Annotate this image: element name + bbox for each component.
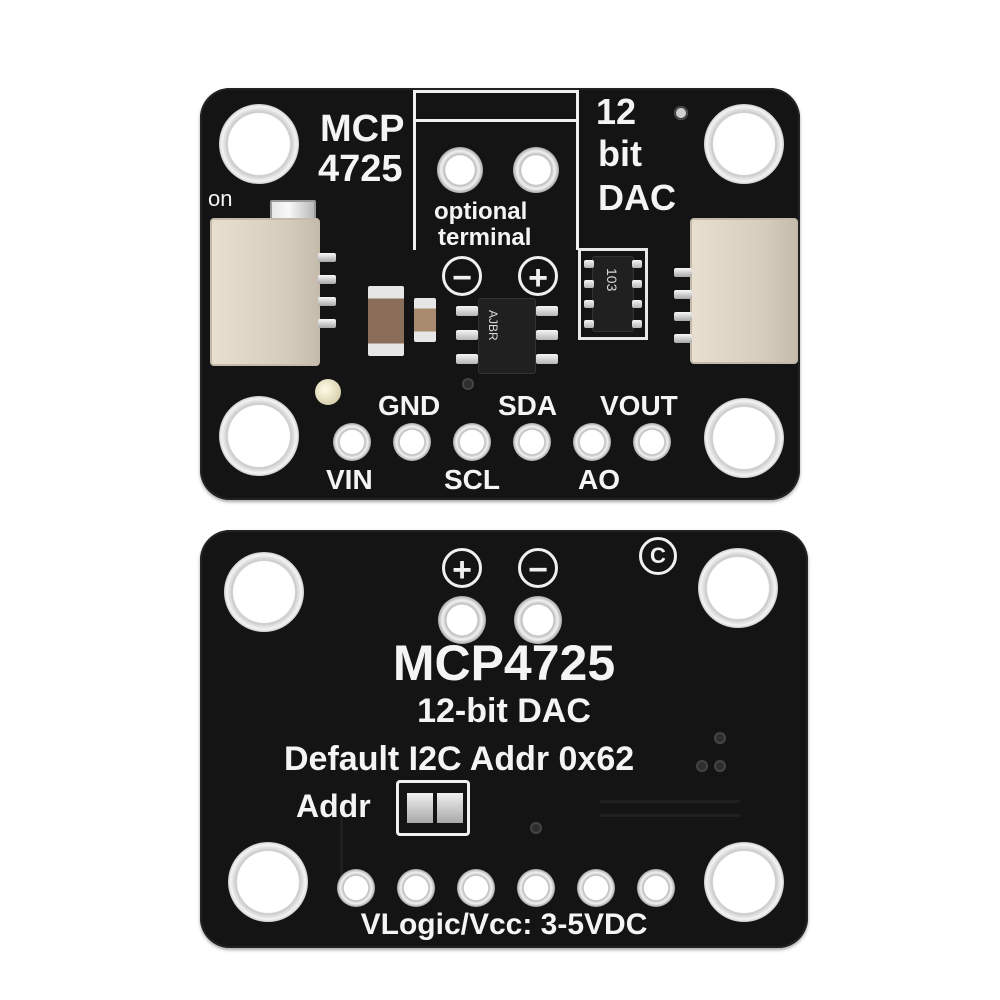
ic-lead — [536, 354, 558, 364]
resistor-pad — [632, 280, 642, 288]
connector-pin — [318, 275, 336, 284]
mounting-hole-top-right — [698, 548, 778, 628]
ic-lead — [456, 306, 478, 316]
connector-pin — [674, 290, 692, 299]
ic-lead — [456, 330, 478, 340]
plus-symbol: + — [442, 548, 482, 589]
connector-pin — [318, 253, 336, 262]
pin-label-scl: SCL — [444, 464, 500, 495]
mounting-hole-bottom-left — [228, 842, 308, 922]
connector-pin — [674, 334, 692, 343]
pin-label-ao: AO — [578, 464, 620, 495]
header-pin-5 — [577, 869, 615, 907]
i2c-address-text: Default I2C Addr 0x62 — [284, 740, 635, 778]
header-pin-3 — [457, 869, 495, 907]
resistor-network-outline — [578, 248, 648, 340]
mounting-hole-bottom-right — [704, 398, 784, 478]
trace — [600, 814, 740, 817]
capacitor-small — [414, 298, 436, 342]
mounting-hole-top-left — [219, 104, 299, 184]
via — [714, 732, 726, 744]
dac-label-line-3: DAC — [598, 177, 676, 218]
address-jumper — [396, 780, 470, 836]
header-pin-sda — [513, 423, 551, 461]
ic-lead — [456, 354, 478, 364]
resistor-pad — [584, 260, 594, 268]
plus-symbol: + — [518, 256, 558, 297]
stemma-connector-left — [210, 218, 320, 366]
voltage-text: VLogic/Vcc: 3-5VDC — [360, 908, 648, 941]
ic-marking: AJBR — [486, 310, 500, 341]
terminal-hole-minus — [514, 596, 562, 644]
connector-pin — [318, 319, 336, 328]
via — [696, 760, 708, 772]
header-pin-gnd — [393, 423, 431, 461]
mounting-hole-top-left — [224, 552, 304, 632]
resistor-pad — [584, 280, 594, 288]
resistor-pad — [584, 300, 594, 308]
minus-symbol: − — [518, 548, 558, 589]
terminal-outline — [413, 90, 579, 250]
trace — [600, 800, 740, 803]
copyright-icon: C — [639, 537, 677, 575]
led-label: on — [208, 186, 233, 211]
mounting-hole-top-right — [704, 104, 784, 184]
jumper-pad-left — [407, 793, 433, 823]
header-pin-ao — [573, 423, 611, 461]
resistor-pad — [632, 300, 642, 308]
resistor-network — [592, 256, 634, 332]
via — [530, 822, 542, 834]
terminal-hole-left — [437, 147, 483, 193]
dac-label-line-1: 12 — [596, 91, 637, 132]
header-pin-vout — [633, 423, 671, 461]
connector-pin — [674, 268, 692, 277]
terminal-hole-plus — [438, 596, 486, 644]
stemma-connector-right — [690, 218, 798, 364]
via — [714, 760, 726, 772]
top-pcb-board: MCP 4725 12 bit DAC optional terminal − … — [200, 88, 800, 500]
connector-pin — [674, 312, 692, 321]
pin-label-vin: VIN — [326, 464, 373, 495]
test-pad — [315, 379, 341, 405]
resistor-pad — [632, 260, 642, 268]
fiducial-dot — [674, 106, 688, 120]
terminal-outline-bar — [413, 90, 579, 122]
pin-label-vout: VOUT — [600, 390, 678, 421]
resistor-label: 103 — [604, 268, 620, 292]
mounting-hole-bottom-left — [219, 396, 299, 476]
mounting-hole-bottom-right — [704, 842, 784, 922]
trace — [340, 810, 343, 880]
header-pin-2 — [397, 869, 435, 907]
chip-name-line-2: 4725 — [318, 148, 403, 190]
header-pin-1 — [337, 869, 375, 907]
board-title: MCP4725 — [392, 635, 616, 691]
terminal-hole-right — [513, 147, 559, 193]
connector-pin — [318, 297, 336, 306]
resistor-pad — [584, 320, 594, 328]
terminal-label-line-1: optional — [434, 198, 528, 225]
addr-label: Addr — [296, 788, 371, 824]
minus-symbol: − — [442, 256, 482, 297]
capacitor-large — [368, 286, 404, 356]
ic-lead — [536, 306, 558, 316]
board-subtitle: 12-bit DAC — [417, 692, 591, 730]
jumper-pad-right — [437, 793, 463, 823]
dac-ic-chip — [478, 298, 536, 374]
terminal-label-line-2: terminal — [438, 224, 532, 251]
header-pin-vin — [333, 423, 371, 461]
via — [462, 378, 474, 390]
resistor-pad — [632, 320, 642, 328]
bottom-pcb-board: + − C MCP4725 12-bit DAC Default I2C Add… — [200, 530, 808, 948]
pin-label-sda: SDA — [498, 390, 558, 421]
chip-name-line-1: MCP — [320, 108, 405, 150]
dac-label-line-2: bit — [598, 133, 642, 174]
header-pin-6 — [637, 869, 675, 907]
pin-label-gnd: GND — [378, 390, 441, 421]
header-pin-scl — [453, 423, 491, 461]
ic-lead — [536, 330, 558, 340]
header-pin-4 — [517, 869, 555, 907]
